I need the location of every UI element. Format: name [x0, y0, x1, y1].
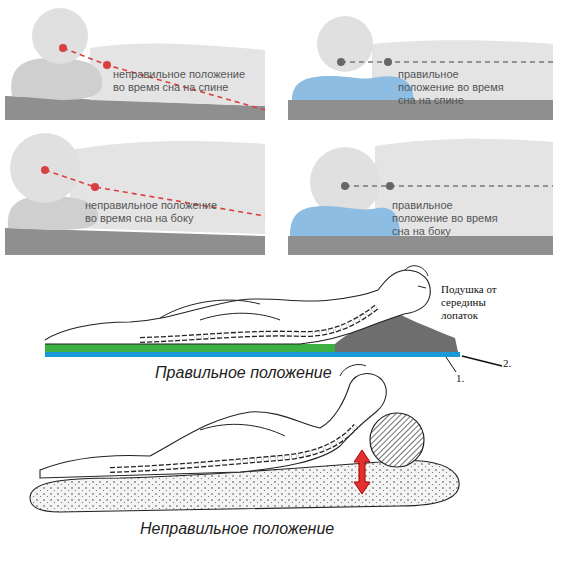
- caption-correct: Правильное положение: [155, 364, 385, 382]
- caption-incorrect: Неправильное положение: [140, 520, 390, 538]
- joint-dot: [386, 182, 394, 190]
- callout-number: 1.: [456, 372, 476, 385]
- gap-arrow: [354, 450, 370, 494]
- body-outline: [45, 270, 430, 344]
- pillow: [290, 206, 400, 236]
- spine-line: [345, 185, 553, 187]
- joint-dot: [91, 183, 99, 191]
- panel-side-wrong: [5, 133, 265, 255]
- panel-back-wrong: [5, 8, 265, 120]
- panel-node: правильное положение во время сна на бок…: [288, 135, 553, 255]
- head: [317, 16, 373, 72]
- hair-outline: [340, 364, 366, 376]
- incorrect-drawing: [30, 364, 459, 512]
- mattress-base: [45, 352, 460, 357]
- joint-dot: [103, 61, 111, 69]
- panel-back-right: [288, 16, 553, 120]
- head: [10, 133, 80, 203]
- spine-line: [341, 61, 553, 63]
- panel-side-right: [288, 139, 553, 255]
- pillow: [292, 76, 414, 100]
- panel-node: неправильное положение во время сна на б…: [5, 135, 265, 255]
- pillow-note: Подушка от середины лопаток: [441, 283, 507, 322]
- joint-dot: [41, 166, 49, 174]
- panel-caption: правильное положение во время сна на бок…: [392, 199, 510, 238]
- joint-dot: [341, 182, 349, 190]
- body: [90, 44, 265, 106]
- joint-dot: [337, 58, 345, 66]
- arm-outline: [160, 300, 280, 320]
- panel-caption: правильное положение во время сна на спи…: [398, 68, 516, 107]
- body-outline: [40, 374, 386, 478]
- panel-node: неправильное положение во время сна на с…: [5, 5, 265, 120]
- leader-line: [446, 357, 456, 372]
- panel-node: правильное положение во время сна на спи…: [288, 5, 553, 120]
- panel-caption: неправильное положение во время сна на б…: [85, 199, 225, 225]
- roll-pillow: [370, 413, 424, 467]
- callout-number: 2.: [503, 357, 523, 370]
- face-outline: [405, 266, 428, 288]
- leader-line: [462, 356, 502, 366]
- panel-caption: неправильное положение во время сна на с…: [113, 68, 253, 94]
- spine-line: [63, 48, 265, 110]
- joint-dot: [384, 58, 392, 66]
- mattress-layer: [45, 344, 345, 352]
- correct-drawing: [45, 266, 502, 372]
- spine: [110, 426, 356, 470]
- head: [32, 8, 88, 64]
- spine: [140, 306, 378, 340]
- mattress: [288, 236, 553, 255]
- arm-outline: [200, 424, 285, 436]
- joint-dot: [59, 44, 67, 52]
- spine: [110, 426, 356, 470]
- pillow: [11, 58, 102, 100]
- spine: [140, 306, 378, 340]
